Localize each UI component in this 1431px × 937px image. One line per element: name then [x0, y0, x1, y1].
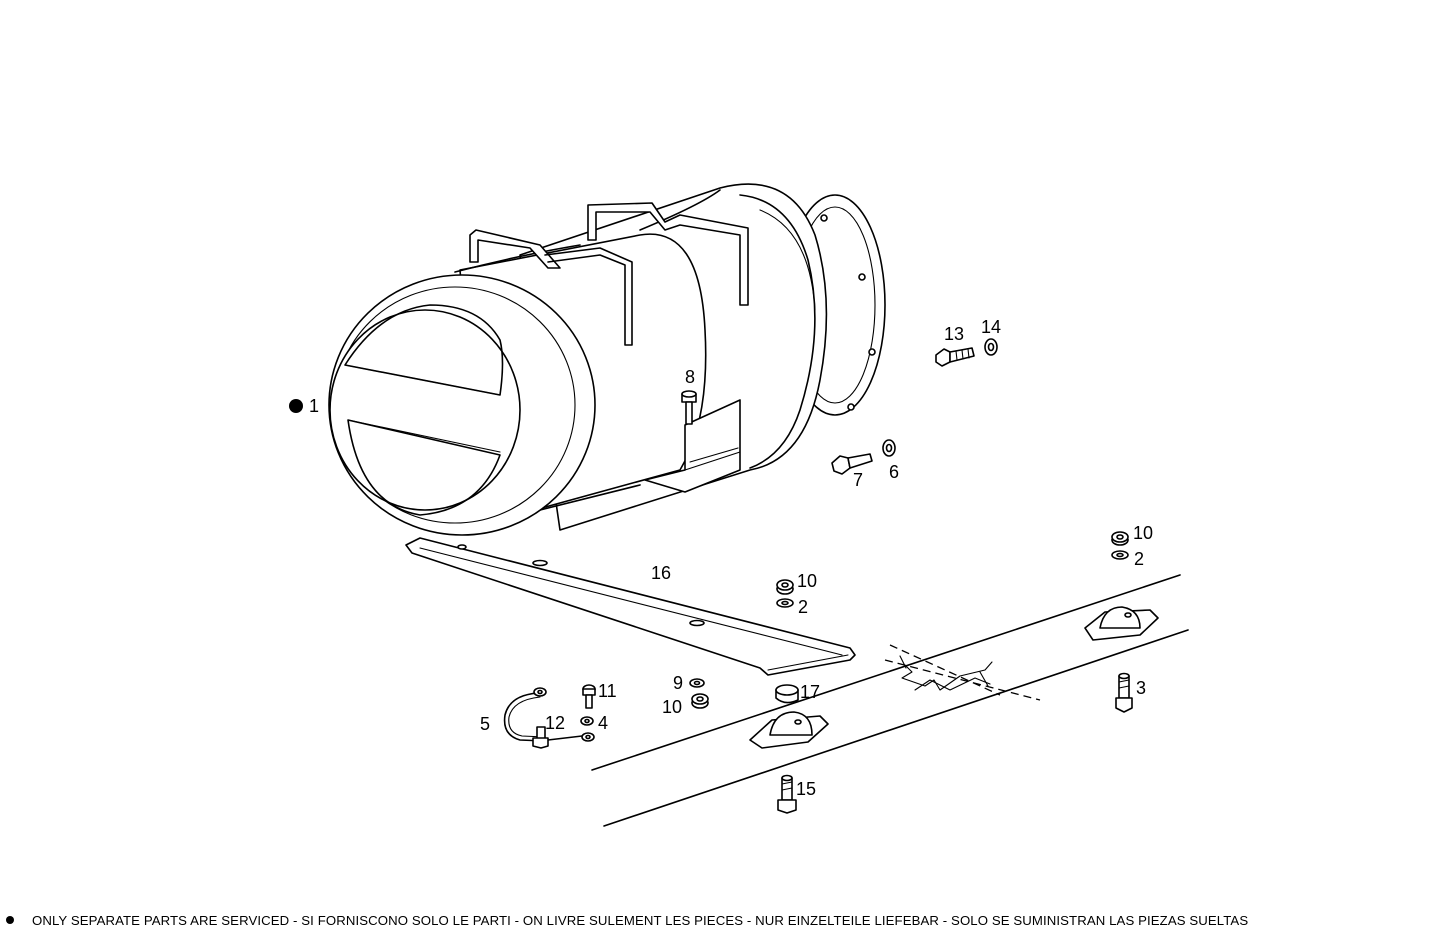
screw-12 [532, 726, 549, 749]
callout-6: 6 [889, 462, 899, 482]
nut-washer-10-2-middle [776, 579, 794, 608]
mount-pad-right [1084, 606, 1159, 641]
callout-14: 14 [981, 317, 1001, 337]
washer-14 [984, 338, 998, 356]
washer-9-nut-10 [689, 678, 709, 709]
callout-bullet-1 [289, 399, 303, 413]
callout-11: 11 [598, 681, 617, 701]
callout-4: 4 [598, 713, 608, 733]
bolt-7 [831, 453, 873, 475]
ground-cable-5 [503, 687, 595, 742]
nut-washer-10-2-right [1111, 531, 1129, 560]
footer-note: ONLY SEPARATE PARTS ARE SERVICED - SI FO… [6, 910, 1426, 932]
bolt-3 [1115, 672, 1133, 713]
callout-9: 9 [673, 673, 683, 693]
strap-plate-16 [405, 537, 856, 676]
callout-15: 15 [796, 779, 816, 799]
callout-5: 5 [480, 714, 490, 734]
callout-labels: 1 2 2 3 4 5 6 7 8 9 10 10 10 11 12 13 14… [309, 317, 1153, 799]
washer-4 [580, 716, 594, 726]
bolt-13 [935, 347, 975, 367]
callout-2a: 2 [1134, 549, 1144, 569]
callout-2b: 2 [798, 597, 808, 617]
callout-10b: 10 [797, 571, 817, 591]
rubber-block-17 [775, 684, 799, 704]
footer-note-text: ONLY SEPARATE PARTS ARE SERVICED - SI FO… [32, 913, 1249, 928]
washer-6 [882, 439, 896, 457]
cylinder-tank [328, 183, 886, 536]
bolt-8 [681, 390, 697, 425]
callout-7: 7 [853, 470, 863, 490]
callout-12: 12 [545, 713, 565, 733]
callout-8: 8 [685, 367, 695, 387]
callout-13: 13 [944, 324, 964, 344]
callout-10a: 10 [1133, 523, 1153, 543]
screw-11 [582, 684, 596, 709]
callout-10c: 10 [662, 697, 682, 717]
callout-17: 17 [800, 682, 820, 702]
callout-3: 3 [1136, 678, 1146, 698]
chassis-frame-rails [591, 574, 1189, 827]
bolt-15 [777, 774, 797, 814]
footer-bullet [6, 916, 14, 924]
mount-pad-left [749, 711, 829, 749]
callout-16: 16 [651, 563, 671, 583]
callout-1: 1 [309, 396, 319, 416]
